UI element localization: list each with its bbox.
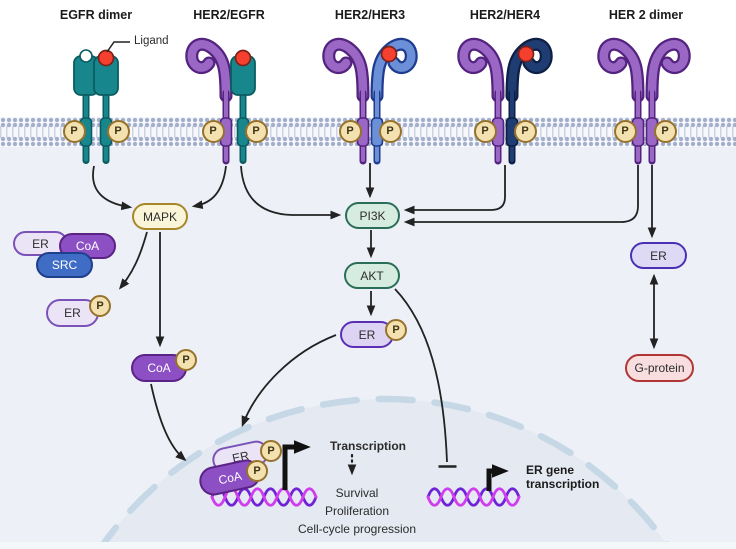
arrow-her2egfr-to-mapk (191, 165, 227, 209)
ligand-icon (517, 45, 535, 63)
phospho-badge: P (653, 119, 677, 143)
complex-src: SRC (36, 252, 93, 278)
ligand-callout-line (106, 41, 130, 53)
receptor-her2-her3 (322, 37, 418, 165)
inhibition-line-akt (394, 288, 448, 463)
node-pi3k: PI3K (345, 202, 400, 229)
arrow-egfr-to-mapk (92, 165, 133, 211)
transcription-label: Transcription (330, 439, 407, 453)
phospho-badge: P (385, 319, 407, 341)
outcome-survival: Survival (335, 486, 379, 500)
label-egfr-dimer: EGFR dimer (59, 8, 133, 22)
node-mapk: MAPK (132, 203, 188, 230)
transcription-start-arrow (282, 440, 311, 490)
transcription-arrows (282, 440, 509, 491)
label-her2-egfr: HER2/EGFR (193, 8, 265, 22)
ligand-icon (234, 49, 252, 67)
receptor-her2-egfr (185, 37, 256, 165)
arrow-er-p-to-nucleus (241, 334, 337, 428)
dna-helix-right (426, 487, 521, 507)
phospho-badge: P (473, 119, 497, 143)
outcome-proliferation: Proliferation (324, 504, 390, 518)
arrow-mapk-to-er-p (118, 231, 148, 290)
node-er-right: ER (630, 242, 687, 269)
phospho-badge: P (62, 119, 86, 143)
arrow-coa-p-to-nucleus (150, 383, 187, 462)
arrow-her2dimer-to-pi3k (403, 165, 639, 227)
ligand-icon (380, 45, 398, 63)
phospho-badge: P (244, 119, 268, 143)
phospho-badge: P (378, 119, 402, 143)
label-her2-her3: HER2/HER3 (334, 8, 406, 22)
receptor-her2-dimer (597, 37, 691, 165)
ligand-icon (97, 49, 115, 67)
outcome-cell-cycle: Cell-cycle progression (297, 522, 417, 536)
phospho-badge: P (106, 119, 130, 143)
node-akt: AKT (344, 262, 400, 289)
arrow-her2egfr-to-pi3k (240, 165, 342, 220)
phospho-badge: P (175, 349, 197, 371)
phospho-badge: P (260, 440, 282, 462)
ligand-label: Ligand (134, 35, 169, 47)
node-g-protein: G-protein (625, 354, 694, 382)
arrow-her2her4-to-pi3k (403, 165, 506, 215)
label-her2-her4: HER2/HER4 (469, 8, 541, 22)
ligand-binding-notch (79, 49, 93, 63)
phospho-badge: P (89, 295, 111, 317)
phospho-badge: P (513, 119, 537, 143)
phospho-badge: P (338, 119, 362, 143)
er-gene-transcription-arrow (486, 464, 509, 491)
nucleus (0, 395, 736, 549)
signal-arrows (92, 163, 659, 468)
nuclear-envelope (96, 395, 674, 549)
phospho-badge: P (613, 119, 637, 143)
er-gene-transcription-label: ER gene transcription (526, 463, 600, 491)
phospho-badge: P (201, 119, 225, 143)
label-her2-dimer: HER 2 dimer (608, 8, 684, 22)
phospho-badge: P (246, 460, 268, 482)
receptor-her2-her4 (457, 37, 553, 165)
receptor-egfr-dimer (73, 49, 119, 164)
